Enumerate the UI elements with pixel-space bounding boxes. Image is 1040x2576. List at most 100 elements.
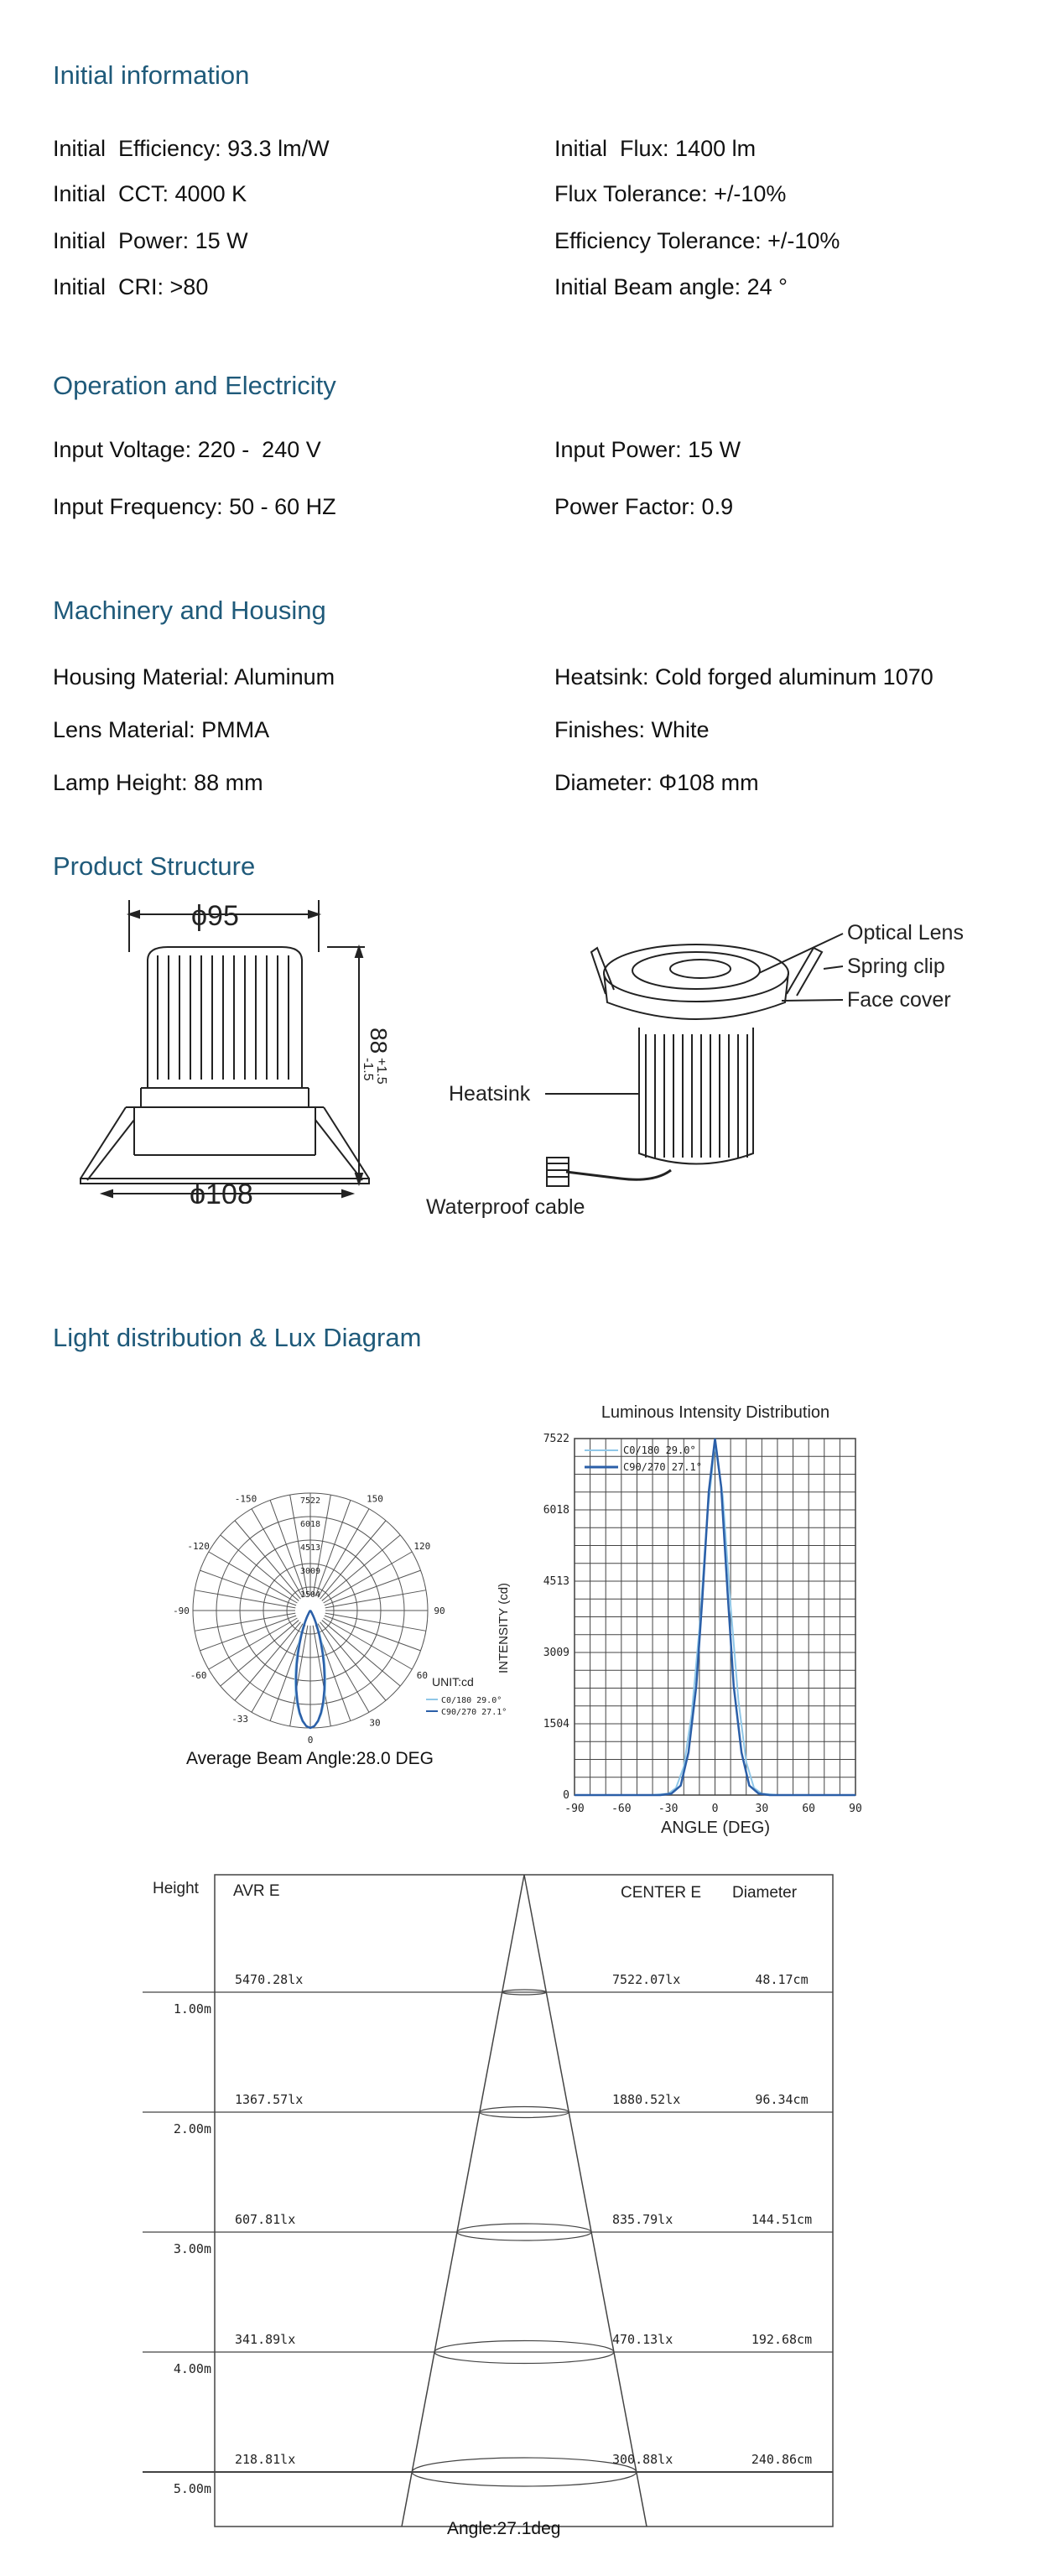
polar-angle-tick: -60: [190, 1670, 207, 1681]
polar-angle-tick: 90: [434, 1605, 445, 1616]
lux-row-diameter: 144.51cm: [751, 2212, 812, 2227]
line-x-tick: 90: [849, 1803, 862, 1815]
line-x-tick: 60: [802, 1803, 815, 1815]
lux-row-height: 4.00m: [174, 2361, 211, 2376]
polar-radial-tick: 6018: [300, 1520, 320, 1529]
polar-legend-c90: C90/270 27.1°: [441, 1708, 507, 1717]
lux-row-diameter: 96.34cm: [755, 2092, 808, 2107]
lux-beam-ellipse: [479, 2105, 569, 2119]
initial-efficiency: Initial Efficiency: 93.3 lm/W: [53, 136, 330, 161]
lux-beam-ellipse: [434, 2339, 615, 2365]
machinery-title: Machinery and Housing: [53, 596, 326, 625]
callout-heatsink: Heatsink: [449, 1082, 531, 1106]
polar-unit-label: UNIT:cd: [432, 1675, 474, 1689]
line-y-tick: 0: [563, 1789, 569, 1802]
input-power: Input Power: 15 W: [554, 437, 741, 462]
polar-angle-tick: 150: [367, 1494, 383, 1505]
finishes: Finishes: White: [554, 717, 710, 742]
polar-radial-tick: 4513: [300, 1543, 320, 1553]
lux-row-center: 835.79lx: [612, 2212, 673, 2227]
polar-angle-tick: 60: [417, 1670, 428, 1681]
line-legend-c0: C0/180 29.0°: [623, 1444, 696, 1456]
callout-waterproof-cable: Waterproof cable: [426, 1195, 585, 1219]
line-y-tick: 6018: [543, 1504, 569, 1517]
operation-title: Operation and Electricity: [53, 371, 336, 400]
lux-row-avr: 5470.28lx: [235, 1972, 303, 1987]
callout-optical-lens: Optical Lens: [847, 921, 964, 945]
polar-radial-tick: 3009: [300, 1567, 320, 1576]
line-chart-ylabel: INTENSITY (cd): [497, 1583, 511, 1673]
initial-cct: Initial CCT: 4000 K: [53, 181, 247, 206]
polar-angle-tick: 30: [369, 1717, 380, 1728]
lux-row-height: 2.00m: [174, 2121, 211, 2136]
lux-row-center: 470.13lx: [612, 2332, 673, 2347]
line-x-tick: -30: [658, 1803, 678, 1815]
line-legend-c90: C90/270 27.1°: [623, 1461, 702, 1473]
lux-row-avr: 1367.57lx: [235, 2092, 303, 2107]
line-x-tick: -60: [611, 1803, 631, 1815]
line-x-tick: 0: [712, 1803, 719, 1815]
lux-beam-ellipse: [502, 1989, 547, 1996]
lux-header-height: Height: [153, 1880, 200, 1897]
lux-beam-ellipse: [411, 2457, 637, 2487]
line-series-c90: [575, 1438, 855, 1797]
line-y-tick: 7522: [543, 1433, 569, 1445]
lux-header-diameter: Diameter: [732, 1884, 798, 1902]
polar-angle-tick: 0: [308, 1735, 314, 1746]
lux-row-avr: 607.81lx: [235, 2212, 295, 2227]
lux-row-diameter: 192.68cm: [751, 2332, 812, 2347]
line-y-tick: 3009: [543, 1647, 569, 1659]
initial-flux: Initial Flux: 1400 lm: [554, 136, 757, 161]
dim-tol-plus: +1.5: [374, 1058, 388, 1085]
polar-radial-tick: 7522: [300, 1496, 320, 1506]
lux-row-center: 7522.07lx: [612, 1972, 680, 1987]
heatsink-spec: Heatsink: Cold forged aluminum 1070: [554, 664, 933, 690]
lux-row-center: 1880.52lx: [612, 2092, 680, 2107]
input-frequency: Input Frequency: 50 - 60 HZ: [53, 494, 336, 519]
polar-angle-tick: -90: [173, 1605, 190, 1616]
polar-radial-tick: 1504: [300, 1590, 320, 1600]
dim-bottom-label: ϕ108: [190, 1179, 253, 1204]
flux-tolerance: Flux Tolerance: +/-10%: [554, 181, 787, 206]
callout-spring-clip: Spring clip: [847, 955, 945, 978]
lux-row-diameter: 48.17cm: [755, 1972, 808, 1987]
lux-row-avr: 341.89lx: [235, 2332, 295, 2347]
product-structure-title: Product Structure: [53, 851, 256, 881]
initial-information-title: Initial information: [53, 60, 250, 90]
initial-cri: Initial CRI: >80: [53, 274, 209, 299]
lux-row-center: 300.88lx: [612, 2452, 673, 2467]
line-chart-title: Luminous Intensity Distribution: [601, 1403, 829, 1422]
lux-angle-footer: Angle:27.1deg: [447, 2519, 561, 2538]
line-x-tick: 30: [756, 1803, 769, 1815]
efficiency-tolerance: Efficiency Tolerance: +/-10%: [554, 228, 840, 253]
average-beam-angle-caption: Average Beam Angle:28.0 DEG: [186, 1749, 434, 1768]
polar-angle-tick: -33: [231, 1714, 248, 1725]
dim-top-label: ϕ95: [191, 900, 239, 932]
lux-beam-ellipse: [456, 2223, 592, 2241]
lux-header-avr: AVR E: [233, 1882, 280, 1900]
line-x-tick: -90: [564, 1803, 584, 1815]
callout-face-cover: Face cover: [847, 988, 951, 1012]
power-factor: Power Factor: 0.9: [554, 494, 734, 519]
lux-header-center: CENTER E: [621, 1884, 701, 1902]
diameter-spec: Diameter: Φ108 mm: [554, 770, 759, 795]
dim-tol-minus: -1.5: [361, 1058, 375, 1081]
product-exploded-drawing: Optical Lens Spring clip Face cover Heat…: [426, 921, 964, 1219]
input-voltage: Input Voltage: 220 - 240 V: [53, 437, 321, 462]
initial-beam-angle: Initial Beam angle: 24 °: [554, 274, 788, 299]
initial-power: Initial Power: 15 W: [53, 228, 248, 253]
line-chart-xlabel: ANGLE (DEG): [661, 1819, 770, 1837]
lux-diagram: Height AVR E CENTER E Diameter 1.00m5470…: [143, 1874, 834, 2527]
dim-height-label: 88: [366, 1028, 392, 1054]
lens-material: Lens Material: PMMA: [53, 717, 270, 742]
luminous-intensity-chart: Luminous Intensity Distribution -90 -60 -3…: [497, 1403, 862, 1837]
line-y-tick: 1504: [543, 1718, 569, 1730]
lux-row-height: 5.00m: [174, 2481, 211, 2496]
product-side-drawing: ϕ95 ϕ108 88 +1.5 -1.5: [80, 900, 392, 1204]
polar-legend-c0: C0/180 29.0°: [441, 1696, 502, 1705]
polar-angle-tick: 120: [413, 1541, 430, 1552]
lux-row-avr: 218.81lx: [235, 2452, 295, 2467]
lux-row-diameter: 240.86cm: [751, 2452, 812, 2467]
polar-angle-tick: -150: [235, 1494, 257, 1505]
